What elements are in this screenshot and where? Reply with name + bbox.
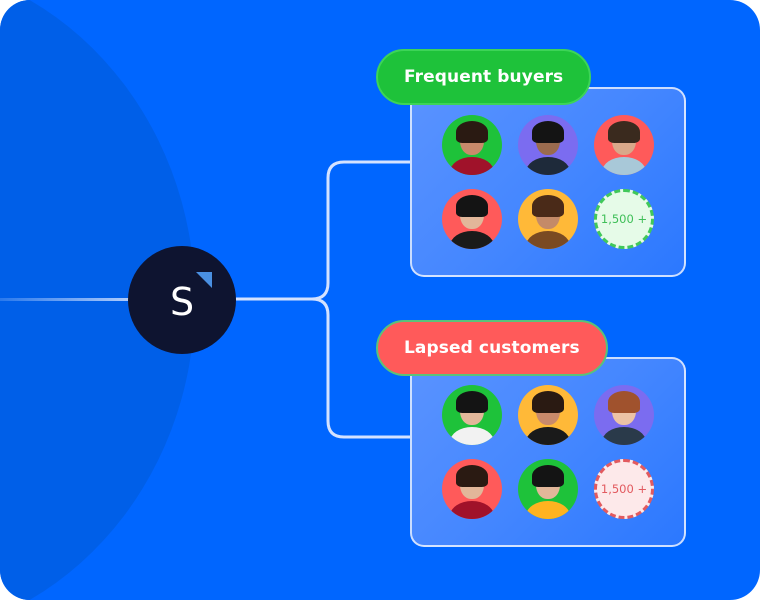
avatar-grid: 1,500 + (442, 115, 654, 249)
customer-avatar (442, 459, 502, 519)
customer-avatar (442, 189, 502, 249)
customer-avatar (518, 385, 578, 445)
customer-count-badge: 1,500 + (594, 459, 654, 519)
customer-avatar (518, 189, 578, 249)
segment-label-frequent-buyers[interactable]: Frequent buyers (376, 49, 592, 105)
customer-avatar (594, 385, 654, 445)
segment-card-frequent-buyers[interactable]: 1,500 + (410, 87, 686, 277)
customer-count-badge: 1,500 + (594, 189, 654, 249)
brand-hub-node: S (128, 246, 236, 354)
avatar-grid: 1,500 + (442, 385, 654, 519)
customer-avatar (518, 115, 578, 175)
brand-logo-letter: S (169, 280, 195, 324)
customer-avatar (594, 115, 654, 175)
segment-card-lapsed-customers[interactable]: 1,500 + (410, 357, 686, 547)
customer-avatar (518, 459, 578, 519)
segment-label-lapsed-customers[interactable]: Lapsed customers (376, 320, 608, 376)
incoming-connector-line (0, 298, 140, 301)
brand-logo-triangle-icon (196, 272, 212, 288)
customer-avatar (442, 385, 502, 445)
customer-avatar (442, 115, 502, 175)
